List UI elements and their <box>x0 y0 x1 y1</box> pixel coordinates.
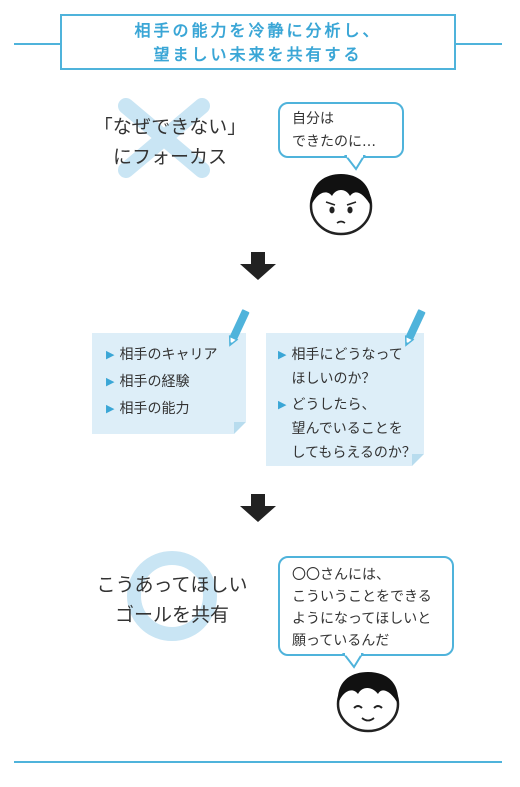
note-right-item: ▶ どうしたら、 望んでいることを してもらえるのか？ <box>278 393 424 465</box>
pencil-icon <box>404 309 426 347</box>
note-left-item: ▶ 相手のキャリア <box>106 343 246 367</box>
note-right-item: ▶ 相手にどうなって ほしいのか？ <box>278 343 424 391</box>
speech-bubble-top-tail <box>344 155 366 171</box>
goal-line1: こうあってほしい <box>96 574 248 596</box>
header-title-line1: 相手の能力を冷静に分析し、 <box>134 21 382 40</box>
note-fold-cut <box>234 422 246 434</box>
speech-bubble-bottom-tail <box>342 653 364 669</box>
note-left-item-text: 相手の経験 <box>119 374 190 390</box>
focus-why-not-text: 「なぜできない」 にフォーカス <box>70 112 270 172</box>
bubble-top-line1: 自分は <box>292 111 334 127</box>
header-right-line <box>456 43 502 45</box>
note-right-item-line: してもらえるのか？ <box>291 445 416 461</box>
bubble-bottom-line1: 〇〇さんには、 <box>292 567 390 583</box>
speech-bubble-bottom: 〇〇さんには、 こういうことをできる ようになってほしいと 願っているんだ <box>278 556 454 656</box>
note-left-item-text: 相手のキャリア <box>119 347 218 363</box>
triangle-bullet-icon: ▶ <box>106 375 115 388</box>
focus-line2: にフォーカス <box>112 146 227 168</box>
goal-line2: ゴールを共有 <box>114 604 229 626</box>
triangle-bullet-icon: ▶ <box>106 402 115 415</box>
triangle-bullet-icon: ▶ <box>278 348 287 361</box>
bubble-top-line2: できたのに… <box>292 134 376 150</box>
bubble-bottom-line3: ようになってほしいと <box>292 611 432 627</box>
note-right-item-line: 望んでいることを <box>291 421 403 437</box>
note-left-item: ▶ 相手の経験 <box>106 370 246 394</box>
share-goal-text: こうあってほしい ゴールを共有 <box>72 570 272 630</box>
note-right-item-line: どうしたら、 <box>291 397 376 413</box>
cross-mark-icon <box>118 98 210 178</box>
note-right-item-line: 相手にどうなって <box>291 347 403 363</box>
header-title-box: 相手の能力を冷静に分析し、 望ましい未来を共有する <box>60 14 456 70</box>
down-arrow-icon <box>240 494 276 522</box>
note-left-item-text: 相手の能力 <box>119 401 190 417</box>
note-left-item: ▶ 相手の能力 <box>106 397 246 421</box>
header-title-line2: 望ましい未来を共有する <box>153 45 363 64</box>
note-fold-cut <box>412 454 424 466</box>
analysis-note-right: ▶ 相手にどうなって ほしいのか？ ▶ どうしたら、 望んでいることを してもら… <box>266 333 424 466</box>
analysis-note-left: ▶ 相手のキャリア ▶ 相手の経験 ▶ 相手の能力 <box>92 333 246 434</box>
circle-mark-icon <box>127 551 217 641</box>
focus-line1: 「なぜできない」 <box>93 116 247 138</box>
pencil-icon <box>228 309 250 347</box>
face-worried-icon <box>309 174 373 236</box>
triangle-bullet-icon: ▶ <box>106 348 115 361</box>
bubble-bottom-line2: こういうことをできる <box>292 589 432 605</box>
bubble-bottom-line4: 願っているんだ <box>292 633 390 649</box>
down-arrow-icon <box>240 252 276 280</box>
speech-bubble-top: 自分は できたのに… <box>278 102 404 158</box>
note-right-item-line: ほしいのか？ <box>291 371 376 387</box>
header-left-line <box>14 43 60 45</box>
footer-line <box>14 761 502 763</box>
triangle-bullet-icon: ▶ <box>278 398 287 411</box>
face-smiling-icon <box>336 672 400 733</box>
